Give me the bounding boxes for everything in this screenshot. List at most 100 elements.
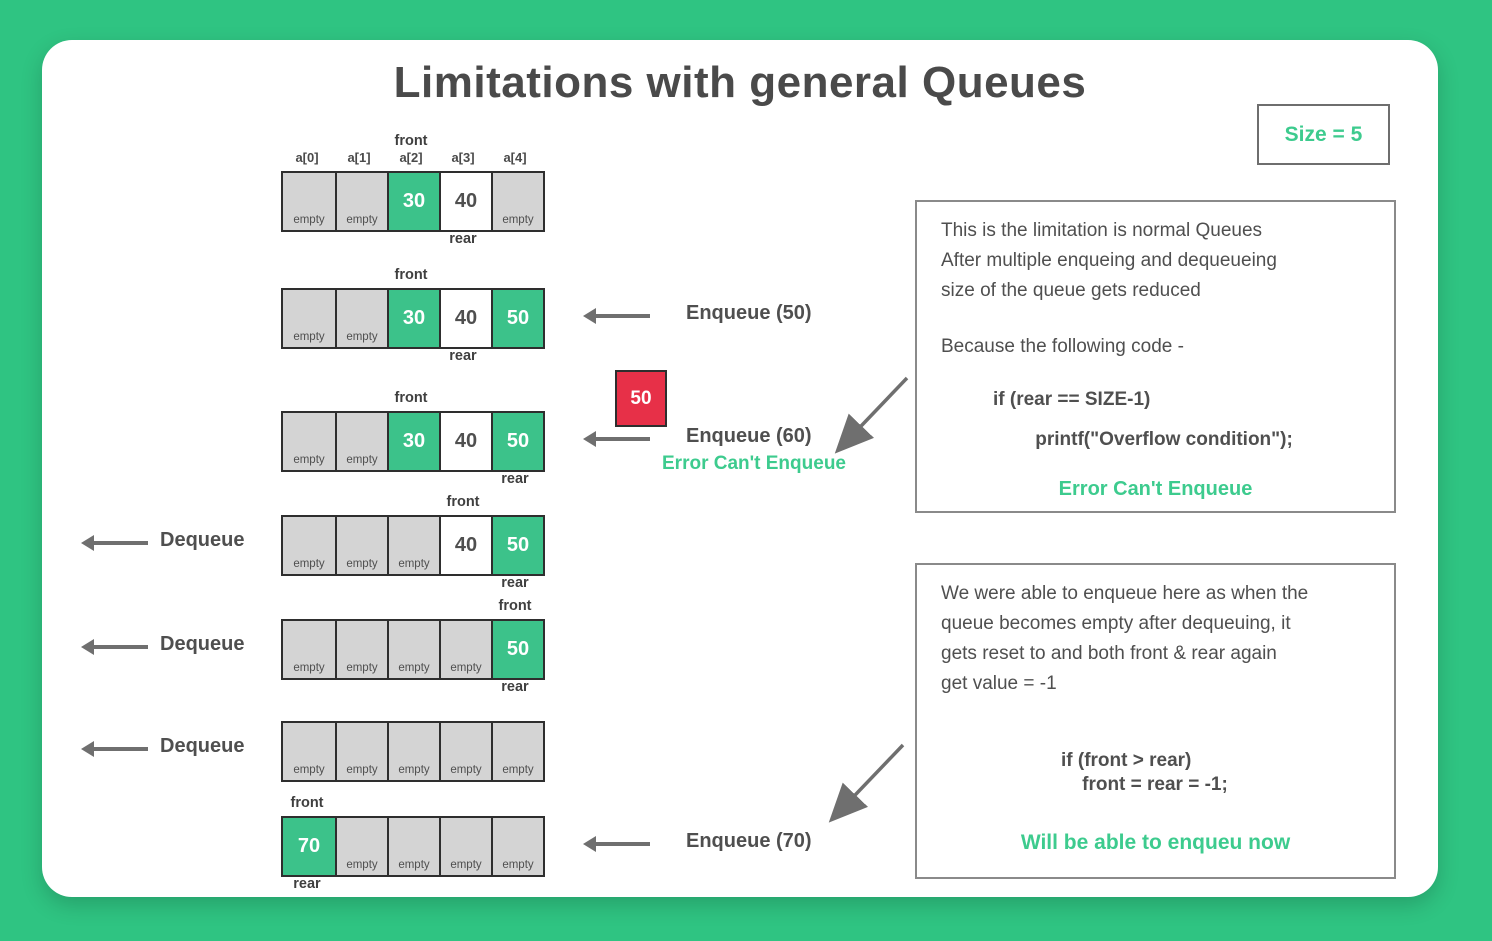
queue-cell-value: 50 (506, 430, 530, 452)
size-badge: Size = 5 (1257, 104, 1390, 165)
empty-cell-label: empty (346, 859, 378, 871)
queue-cell: empty (283, 621, 335, 678)
queue-cell-value: 50 (506, 534, 530, 556)
queue-cell-value: 30 (402, 190, 426, 212)
empty-cell-label: empty (450, 859, 482, 871)
rejected-value-box: 50 (615, 370, 667, 427)
queue-cell-value: 50 (506, 638, 530, 660)
queue-cell: empty (387, 517, 439, 574)
dequeue-arrow-icon (81, 535, 148, 551)
queue-cell: empty (387, 723, 439, 780)
note-highlight-error: Error Can't Enqueue (1058, 478, 1253, 500)
action-label: Dequeue (160, 633, 245, 655)
queue-cell-value: 30 (402, 430, 426, 452)
empty-cell-label: empty (398, 859, 430, 871)
empty-cell-label: empty (293, 764, 325, 776)
rear-pointer-label: rear (501, 679, 529, 695)
array-index-label: a[4] (503, 150, 527, 165)
queue-cell: 50 (491, 517, 543, 574)
queue-cell: 30 (387, 173, 439, 230)
queue-array-row-6: empty empty empty empty empty (281, 721, 545, 782)
front-pointer-label: front (394, 390, 428, 406)
empty-cell-label: empty (502, 764, 534, 776)
note-box-reset: We were able to enqueue here as when the… (915, 563, 1396, 879)
queue-array-row-1: empty empty 30 40 empty (281, 171, 545, 232)
enqueue-error-label: Error Can't Enqueue (662, 453, 846, 474)
queue-cell: empty (439, 621, 491, 678)
front-pointer-label: front (446, 494, 480, 510)
front-pointer-label: front (394, 267, 428, 283)
queue-cell: 30 (387, 290, 439, 347)
queue-cell: empty (335, 517, 387, 574)
action-label: Enqueue (60) (686, 425, 812, 447)
queue-cell: 40 (439, 413, 491, 470)
array-index-label: a[0] (295, 150, 319, 165)
queue-cell: empty (387, 818, 439, 875)
queue-cell: empty (491, 173, 543, 230)
empty-cell-label: empty (450, 764, 482, 776)
empty-cell-label: empty (346, 454, 378, 466)
queue-array-row-3: empty empty 30 40 50 (281, 411, 545, 472)
queue-cell: 50 (491, 413, 543, 470)
queue-cell: empty (335, 173, 387, 230)
queue-cell-value: 40 (454, 307, 478, 329)
code-snippet-reset: if (front > rear) front = rear = -1; (1061, 750, 1228, 795)
empty-cell-label: empty (346, 214, 378, 226)
action-label: Dequeue (160, 529, 245, 551)
note-paragraph: This is the limitation is normal Queues … (941, 220, 1277, 301)
queue-cell: empty (283, 413, 335, 470)
note-highlight-enqueue: Will be able to enqueu now (1020, 831, 1291, 854)
note-box-overflow: This is the limitation is normal Queues … (915, 200, 1396, 513)
queue-cell: empty (387, 621, 439, 678)
queue-cell: empty (283, 723, 335, 780)
queue-cell-value: 40 (454, 430, 478, 452)
queue-cell: empty (283, 173, 335, 230)
queue-cell: 70 (283, 818, 335, 875)
queue-array-row-2: empty empty 30 40 50 (281, 288, 545, 349)
array-index-label: a[3] (451, 150, 475, 165)
empty-cell-label: empty (293, 331, 325, 343)
enqueue-arrow-icon (583, 308, 650, 324)
empty-cell-label: empty (346, 764, 378, 776)
rear-pointer-label: rear (293, 876, 321, 892)
rear-pointer-label: rear (501, 471, 529, 487)
queue-cell: empty (283, 290, 335, 347)
queue-cell: 40 (439, 517, 491, 574)
queue-cell-value: 40 (454, 190, 478, 212)
queue-cell-value: 40 (454, 534, 478, 556)
array-index-label: a[2] (399, 150, 423, 165)
empty-cell-label: empty (293, 558, 325, 570)
dequeue-arrow-icon (81, 639, 148, 655)
queue-cell-value: 50 (506, 307, 530, 329)
empty-cell-label: empty (346, 558, 378, 570)
queue-cell-value: 70 (297, 835, 321, 857)
note-paragraph: We were able to enqueue here as when the… (941, 583, 1309, 694)
queue-cell: 50 (491, 621, 543, 678)
empty-cell-label: empty (293, 454, 325, 466)
empty-cell-label: empty (346, 331, 378, 343)
size-badge-label: Size = 5 (1284, 122, 1363, 146)
empty-cell-label: empty (346, 662, 378, 674)
queue-array-row-7: 70 empty empty empty empty (281, 816, 545, 877)
queue-cell: empty (491, 818, 543, 875)
queue-cell: empty (335, 621, 387, 678)
rear-pointer-label: rear (501, 575, 529, 591)
action-label: Dequeue (160, 735, 245, 757)
empty-cell-label: empty (502, 859, 534, 871)
queue-cell: 40 (439, 173, 491, 230)
queue-cell: empty (491, 723, 543, 780)
page-title: Limitations with general Queues (393, 58, 1087, 107)
queue-cell: empty (335, 723, 387, 780)
code-snippet-overflow: if (rear == SIZE-1) printf("Overflow con… (993, 389, 1293, 450)
queue-cell: empty (283, 517, 335, 574)
empty-cell-label: empty (293, 214, 325, 226)
queue-cell: empty (335, 818, 387, 875)
empty-cell-label: empty (398, 764, 430, 776)
queue-cell-value: 30 (402, 307, 426, 329)
queue-array-row-4: empty empty empty 40 50 (281, 515, 545, 576)
empty-cell-label: empty (398, 558, 430, 570)
action-label: Enqueue (50) (686, 302, 812, 324)
note-lead: Because the following code - (941, 336, 1184, 357)
